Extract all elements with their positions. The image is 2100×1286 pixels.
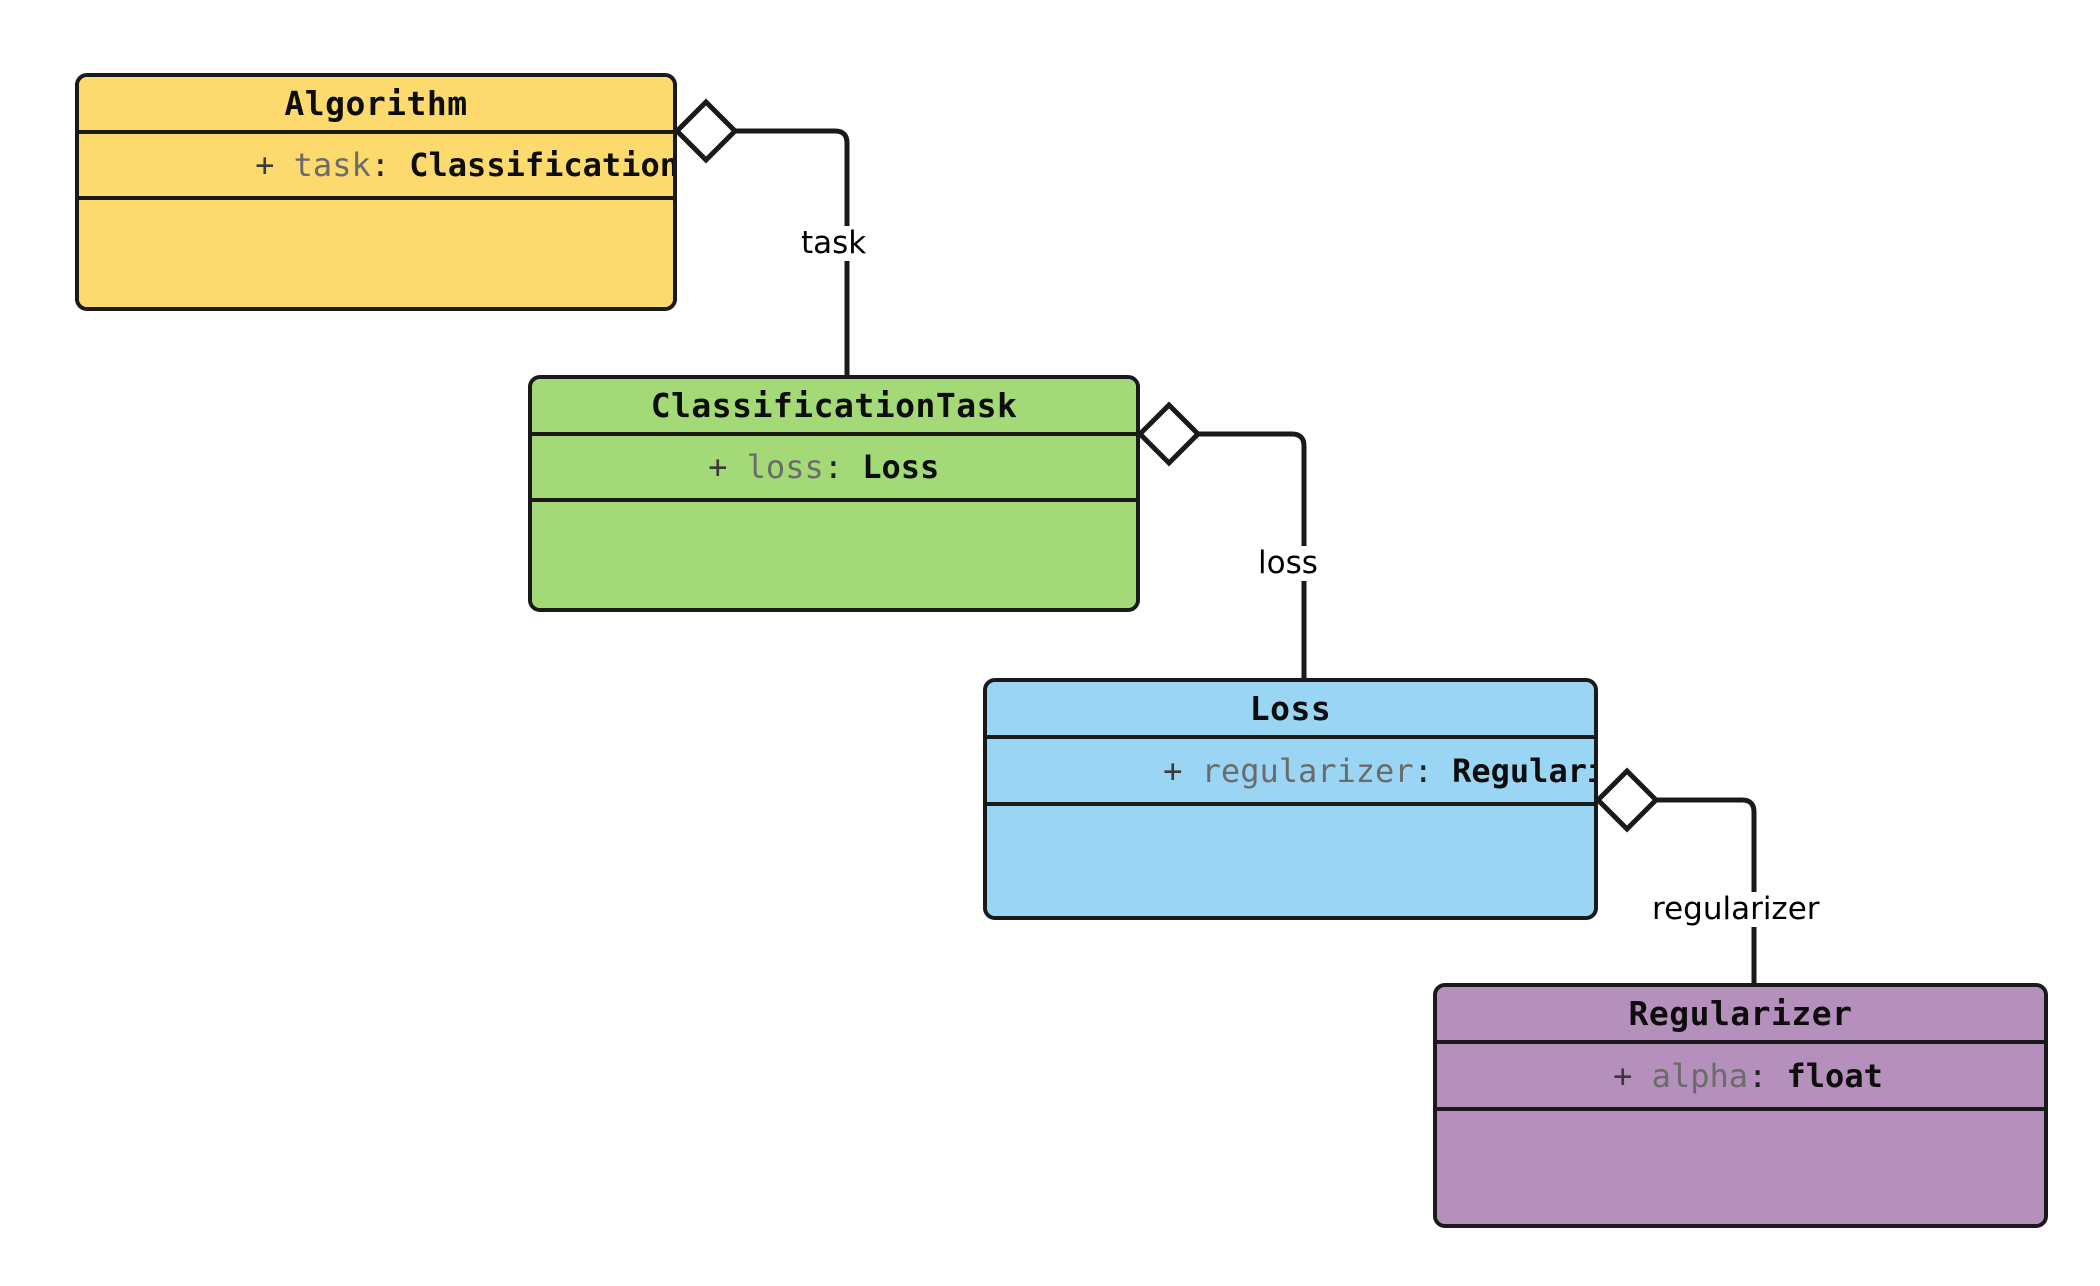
attribute-name: task bbox=[293, 146, 371, 184]
attribute-colon: : bbox=[823, 448, 843, 486]
attribute-colon: : bbox=[1747, 1056, 1768, 1095]
attribute-name: regularizer bbox=[1201, 751, 1414, 790]
attribute-type: float bbox=[1786, 1056, 1883, 1095]
class-attributes-regularizer: + alpha: float bbox=[1437, 1044, 2044, 1111]
class-methods-classificationtask bbox=[532, 502, 1136, 608]
attribute-type: Loss bbox=[862, 448, 940, 486]
class-box-algorithm[interactable]: Algorithm + task: ClassificationTask bbox=[75, 73, 677, 311]
class-box-classificationtask[interactable]: ClassificationTask + loss: Loss bbox=[528, 375, 1140, 612]
edge-classificationtask-loss[interactable] bbox=[1136, 401, 1307, 678]
class-title-classificationtask: ClassificationTask bbox=[532, 379, 1136, 436]
attribute-colon: : bbox=[1413, 751, 1433, 790]
attribute-name: alpha bbox=[1651, 1056, 1748, 1095]
class-box-regularizer[interactable]: Regularizer + alpha: float bbox=[1433, 983, 2048, 1228]
class-methods-algorithm bbox=[79, 200, 673, 307]
aggregation-diamond-icon bbox=[1594, 767, 1660, 833]
attribute-type: Regularizer bbox=[1452, 751, 1594, 790]
edge-label-loss: loss bbox=[1254, 546, 1322, 581]
edge-label-task: task bbox=[797, 226, 871, 261]
aggregation-diamond-icon bbox=[1136, 401, 1202, 467]
attribute-row: + task: ClassificationTask bbox=[101, 117, 673, 213]
class-methods-loss bbox=[987, 806, 1594, 916]
attribute-row: + loss: Loss bbox=[554, 419, 939, 515]
class-attributes-algorithm: + task: ClassificationTask bbox=[79, 134, 673, 200]
class-attributes-classificationtask: + loss: Loss bbox=[532, 436, 1136, 502]
class-box-loss[interactable]: Loss + regularizer: Regularizer bbox=[983, 678, 1598, 920]
edge-label-regularizer: regularizer bbox=[1648, 892, 1824, 927]
attribute-row: + regularizer: Regularizer bbox=[1009, 723, 1594, 819]
class-title-algorithm: Algorithm bbox=[79, 77, 673, 134]
attribute-colon: : bbox=[370, 146, 390, 184]
attribute-visibility: + bbox=[1163, 751, 1183, 790]
edge-loss-regularizer[interactable] bbox=[1594, 767, 1757, 983]
class-title-loss: Loss bbox=[987, 682, 1594, 739]
attribute-name: loss bbox=[746, 448, 824, 486]
class-methods-regularizer bbox=[1437, 1111, 2044, 1224]
attribute-visibility: + bbox=[255, 146, 275, 184]
attribute-visibility: + bbox=[708, 448, 728, 486]
class-title-regularizer: Regularizer bbox=[1437, 987, 2044, 1044]
aggregation-diamond-icon bbox=[673, 98, 739, 164]
attribute-row: + alpha: float bbox=[1459, 1028, 1883, 1124]
class-attributes-loss: + regularizer: Regularizer bbox=[987, 739, 1594, 806]
attribute-type: ClassificationTask bbox=[409, 146, 673, 184]
attribute-visibility: + bbox=[1613, 1056, 1633, 1095]
